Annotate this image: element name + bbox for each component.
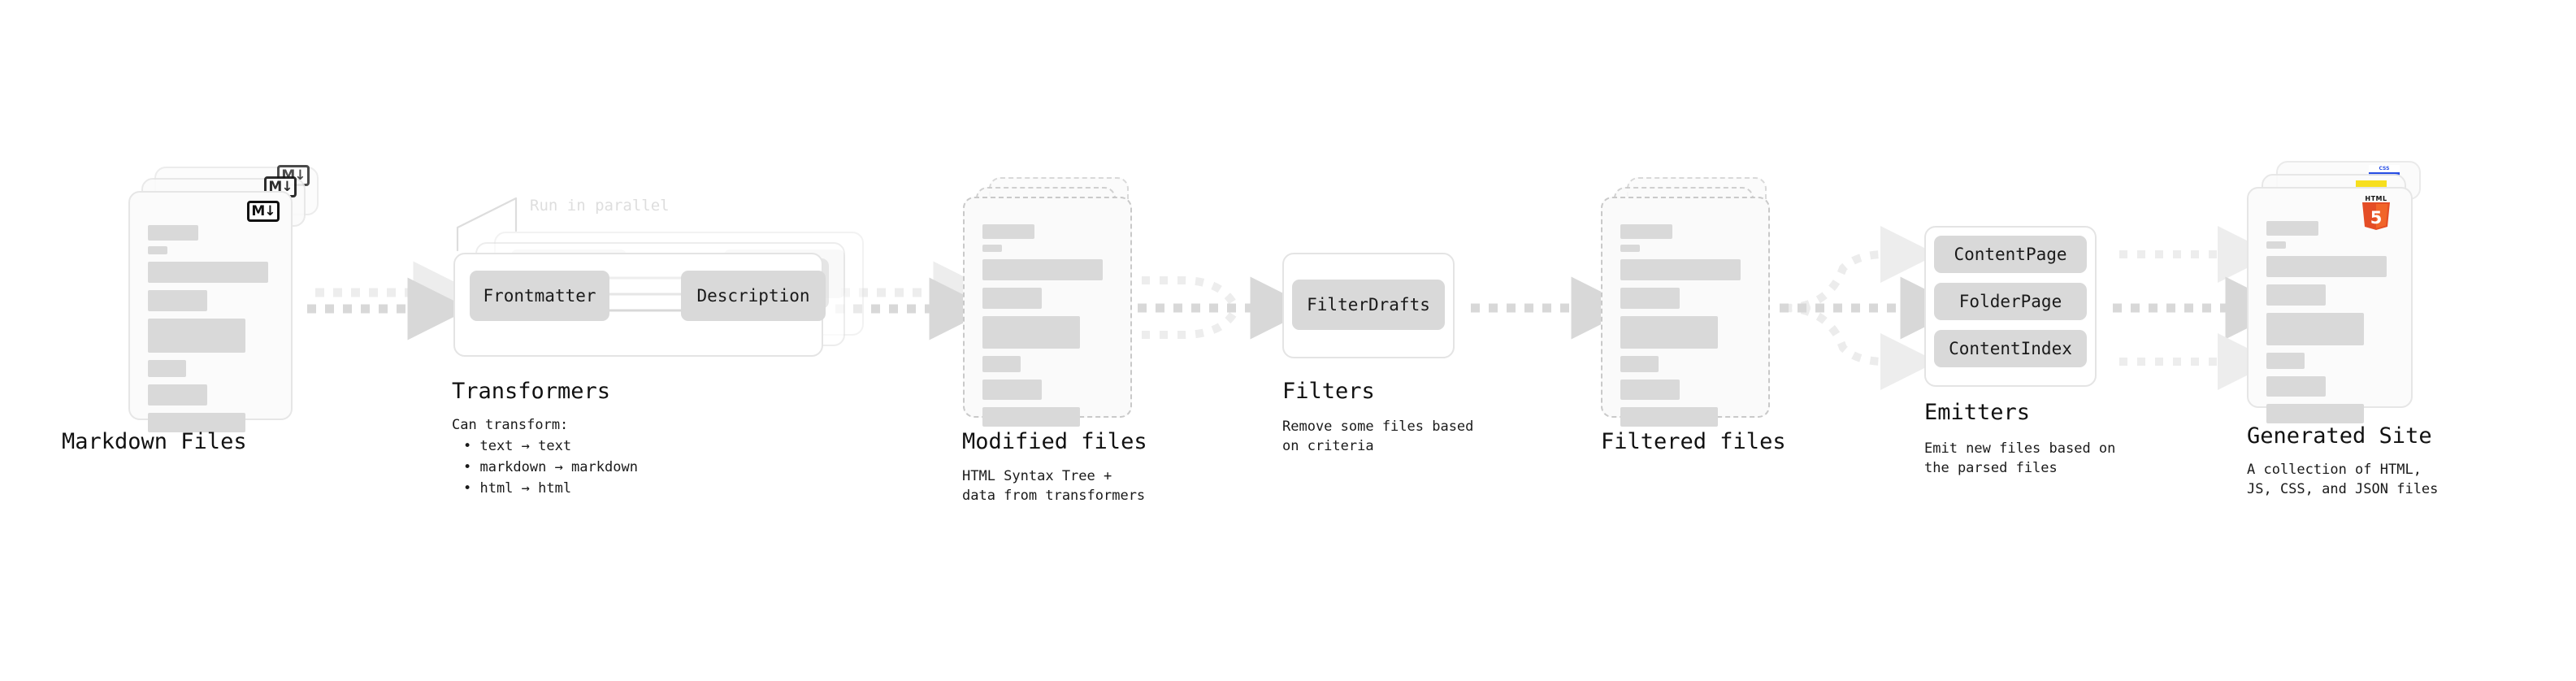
card-sheet-front [963, 197, 1132, 427]
card-content-lines [982, 224, 1112, 434]
css-badge-label: CSS [2379, 166, 2390, 171]
html5-badge: HTML 5 [2361, 195, 2392, 231]
emitters-subtitle: Emit new files based on the parsed files [1924, 440, 2116, 476]
html5-shield-icon: 5 [2362, 202, 2390, 230]
stage-title-markdown-files: Markdown Files [62, 429, 247, 454]
html5-digit: 5 [2370, 208, 2383, 228]
card-sheet-front [128, 191, 293, 432]
arrow-emitters-to-site [2113, 226, 2288, 390]
card-content-lines [148, 225, 273, 440]
markdown-badge: M↓ [247, 201, 280, 222]
transformers-bullet-0: • text → text [463, 438, 572, 454]
stage-title-filtered-files: Filtered files [1601, 429, 1786, 454]
card-sheet-front [1601, 197, 1770, 427]
stage-title-emitters: Emitters [1924, 400, 2031, 425]
transformers-subtitle: Can transform: [452, 417, 569, 433]
emitter-pill-folderpage[interactable]: FolderPage [1934, 283, 2087, 320]
transformer-pill-frontmatter[interactable]: Frontmatter [470, 271, 609, 321]
filters-subtitle: Remove some files based on criteria [1282, 419, 1474, 454]
filter-pill-filterdrafts[interactable]: FilterDrafts [1292, 280, 1445, 330]
emitter-pill-contentindex[interactable]: ContentIndex [1934, 330, 2087, 367]
transformers-bullet-2: • html → html [463, 480, 572, 497]
run-in-parallel-label: Run in parallel [530, 197, 670, 215]
emitter-pill-contentpage[interactable]: ContentPage [1934, 236, 2087, 273]
stage-title-modified-files: Modified files [962, 429, 1147, 454]
modified-files-subtitle: HTML Syntax Tree + data from transformer… [962, 468, 1146, 504]
html5-badge-caption: HTML [2365, 195, 2387, 202]
card-content-lines [1620, 224, 1750, 434]
card-content-lines [2266, 221, 2393, 431]
transformer-pill-description[interactable]: Description [681, 271, 826, 321]
stage-title-generated-site: Generated Site [2247, 423, 2432, 449]
arrow-filtered-to-emitters [1780, 226, 1963, 390]
transformers-bullet-1: • markdown → markdown [463, 459, 638, 475]
arrow-modified-to-filters [1138, 276, 1313, 340]
arrow-markdown-to-transformers [307, 261, 476, 340]
stage-title-transformers: Transformers [452, 379, 611, 404]
run-in-parallel-bracket [456, 197, 518, 252]
generated-site-subtitle: A collection of HTML, JS, CSS, and JSON … [2247, 462, 2439, 497]
stage-title-filters: Filters [1282, 379, 1375, 404]
